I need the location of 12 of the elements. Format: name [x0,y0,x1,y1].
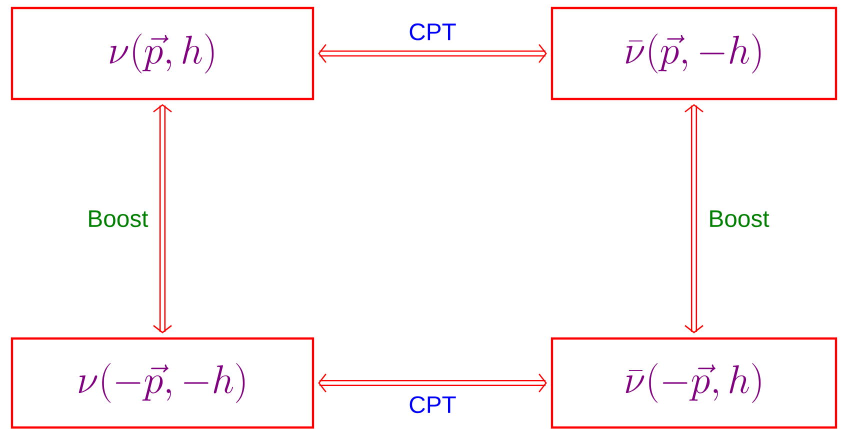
formula-box: $\nu(-\vec{p},-h)$ [10,337,314,429]
double-arrow [318,44,547,63]
double-arrow [318,374,547,392]
edge-label: Boost [89,210,148,228]
formula-box: $\bar{\nu}(\vec{p},-h)$ [550,6,838,100]
formula-box: $\bar{\nu}(-\vec{p},h)$ [550,337,838,429]
formula-box: $\nu(\vec{p},h)$ [10,6,314,100]
double-arrow [153,104,172,334]
double-arrow [684,104,704,334]
edge-label: CPT [410,396,456,414]
edge-label: Boost [710,210,770,228]
edge-label: CPT [410,23,456,40]
